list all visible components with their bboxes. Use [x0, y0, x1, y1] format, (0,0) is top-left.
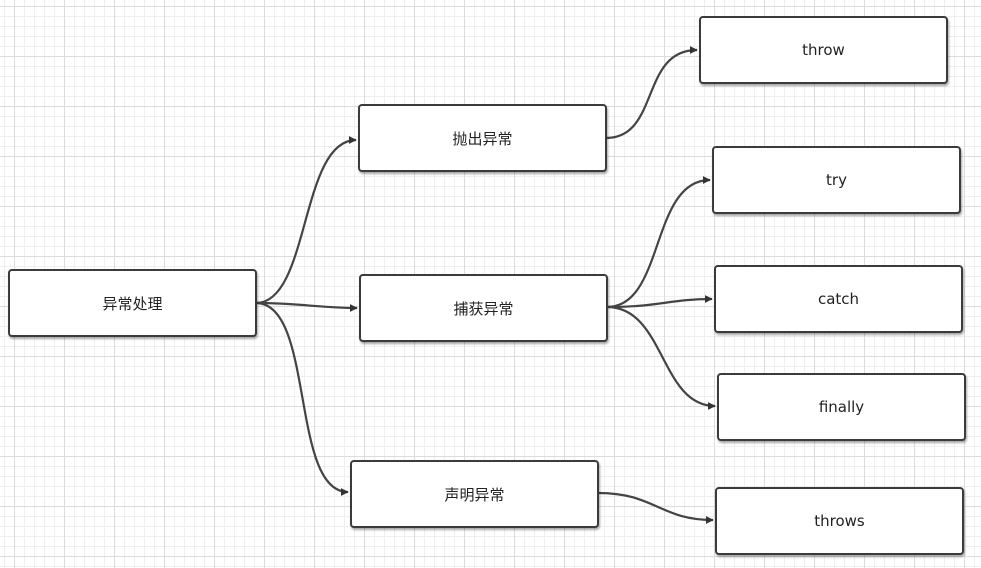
leaf-node-throw-label: throw [802, 41, 845, 59]
branch-node-declare-label: 声明异常 [444, 485, 505, 504]
leaf-node-try[interactable]: try [712, 146, 961, 214]
branch-node-declare[interactable]: 声明异常 [350, 460, 599, 528]
edge-catch-branch-to-finally [606, 305, 716, 410]
leaf-node-try-label: try [826, 171, 847, 189]
edge-root-to-declare-branch [255, 301, 349, 496]
leaf-node-catch-label: catch [817, 290, 860, 308]
edge-root-to-catch-branch [255, 301, 358, 312]
leaf-node-finally[interactable]: finally [717, 373, 966, 441]
branch-node-throw[interactable]: 抛出异常 [358, 104, 607, 172]
edge-catch-branch-to-try [606, 176, 711, 309]
root-node-label: 异常处理 [102, 294, 163, 313]
leaf-node-throws-label: throws [814, 512, 865, 530]
root-node[interactable]: 异常处理 [8, 269, 257, 337]
edge-throw-branch-to-throw [605, 46, 698, 140]
leaf-node-catch[interactable]: catch [714, 265, 963, 333]
leaf-node-throws[interactable]: throws [715, 487, 964, 555]
edge-catch-branch-to-catch [606, 295, 713, 309]
branch-node-throw-label: 抛出异常 [452, 129, 513, 148]
edge-declare-branch-to-throws [597, 491, 714, 524]
edge-root-to-throw-branch [255, 136, 357, 305]
leaf-node-throw[interactable]: throw [699, 16, 948, 84]
branch-node-catch[interactable]: 捕获异常 [359, 274, 608, 342]
branch-node-catch-label: 捕获异常 [453, 299, 514, 318]
leaf-node-finally-label: finally [818, 398, 865, 416]
